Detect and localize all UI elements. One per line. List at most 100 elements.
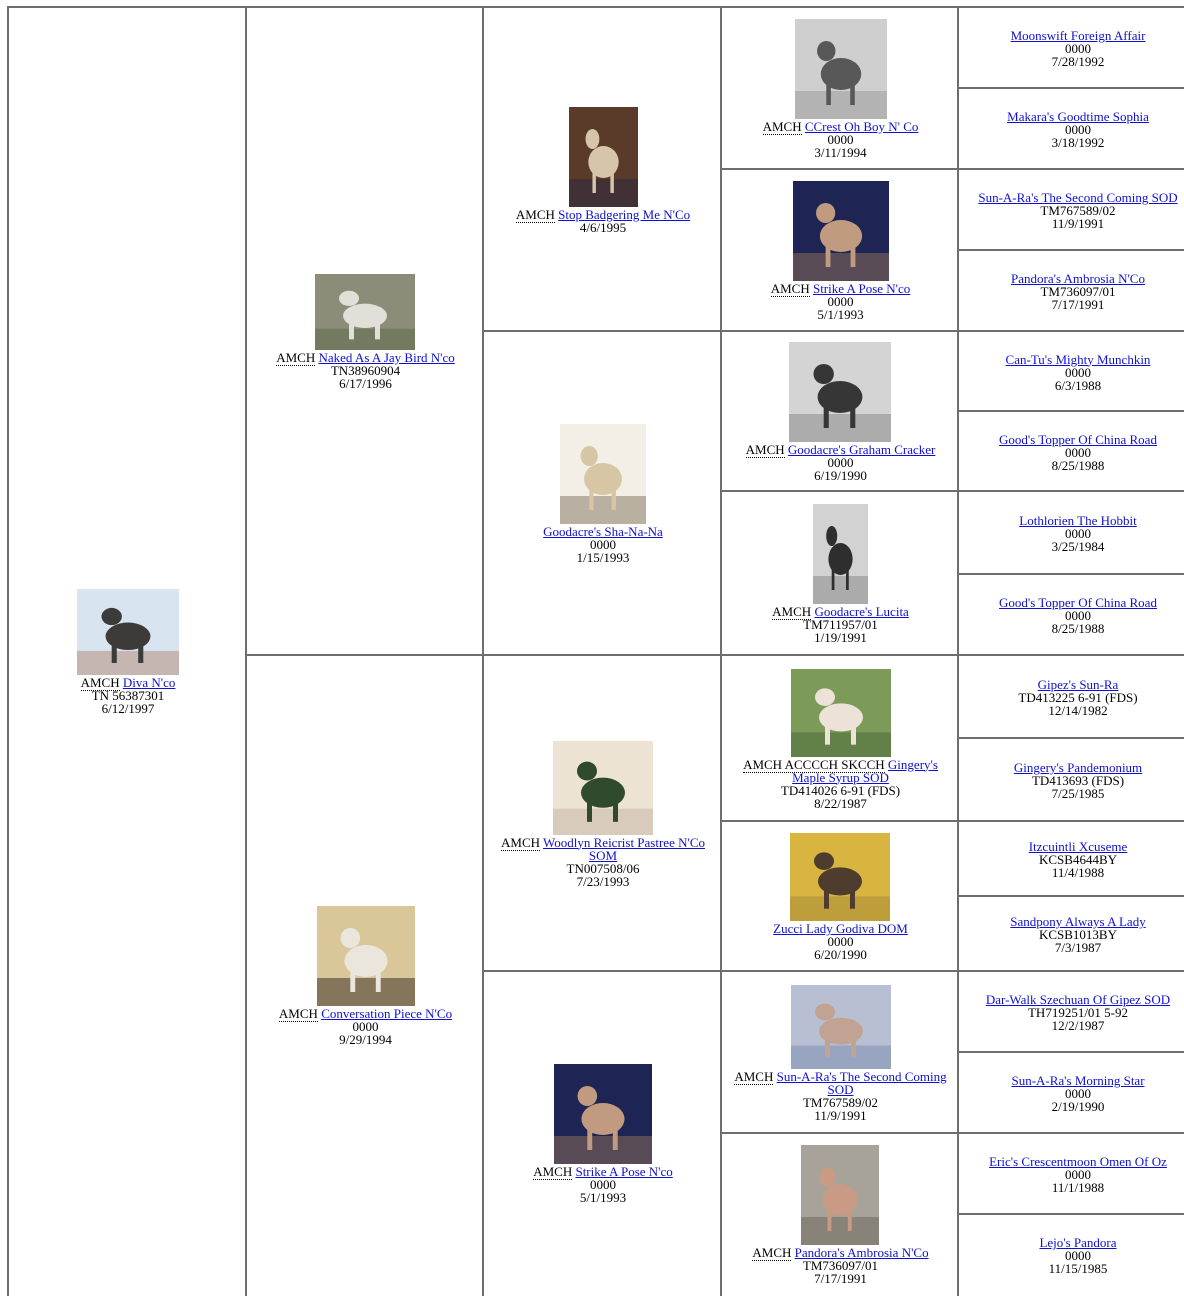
pedigree-cell-ancestor: Gipez's Sun-Ra TD413225 6-91 (FDS) 12/14… xyxy=(957,654,1184,739)
registration-number: 0000 xyxy=(1065,122,1091,137)
pedigree-cell-ancestor: Moonswift Foreign Affair 0000 7/28/1992 xyxy=(957,6,1184,89)
dog-name-link[interactable]: Sandpony Always A Lady xyxy=(1010,914,1146,929)
dog-name-link[interactable]: Dar-Walk Szechuan Of Gipez SOD xyxy=(985,992,1171,1007)
registration-number: 0000 xyxy=(1064,1248,1091,1263)
dog-name-link[interactable]: Gingery's Pandemonium xyxy=(1013,760,1143,775)
dog-name-link[interactable]: CCrest Oh Boy N' Co xyxy=(804,119,919,134)
dog-photo xyxy=(315,274,416,350)
pedigree-cell-great-grandparent: AMCH ACCCCH SKCCH Gingery's Maple Syrup … xyxy=(720,654,959,822)
pedigree-table: AMCH Diva N'co TN 56387301 6/12/1997 AMC… xyxy=(7,6,1184,1296)
dog-name-link[interactable]: Itzcuintli Xcuseme xyxy=(1028,839,1128,854)
dog-name-link[interactable]: Can-Tu's Mighty Munchkin xyxy=(1005,351,1151,367)
birth-date: 7/17/1991 xyxy=(814,1271,867,1286)
pedigree-cell-ancestor: Sun-A-Ra's The Second Coming SOD TM76758… xyxy=(957,168,1184,251)
birth-date: 5/1/1993 xyxy=(579,1190,627,1205)
pedigree-cell-ancestor: Eric's Crescentmoon Omen Of Oz 0000 11/1… xyxy=(957,1132,1184,1215)
birth-date: 12/2/1987 xyxy=(1051,1018,1105,1033)
dog-name-link[interactable]: Stop Badgering Me N'Co xyxy=(558,206,691,222)
champion-title: AMCH xyxy=(734,1068,774,1085)
birth-date: 3/25/1984 xyxy=(1051,539,1105,554)
registration-number: TM711957/01 xyxy=(803,617,878,632)
pedigree-cell-great-grandparent: AMCH CCrest Oh Boy N' Co 0000 3/11/1994 xyxy=(720,6,959,170)
pedigree-cell-ancestor: Good's Topper Of China Road 0000 8/25/19… xyxy=(957,410,1184,492)
birth-date: 6/12/1997 xyxy=(101,701,155,716)
dog-name-link[interactable]: Sun-A-Ra's Morning Star xyxy=(1011,1073,1145,1088)
pedigree-cell-ancestor: Can-Tu's Mighty Munchkin 0000 6/3/1988 xyxy=(957,330,1184,412)
registration-number: 0000 xyxy=(590,537,616,552)
dog-name-link[interactable]: Pandora's Ambrosia N'Co xyxy=(1011,271,1145,286)
registration-number: 0000 xyxy=(827,455,854,470)
dog-name-link[interactable]: Sun-A-Ra's The Second Coming SOD xyxy=(978,190,1178,205)
birth-date: 8/25/1988 xyxy=(1051,457,1105,473)
registration-number: KCSB1013BY xyxy=(1038,927,1117,942)
registration-number: 0000 xyxy=(1065,1086,1091,1101)
birth-date: 11/4/1988 xyxy=(1051,865,1105,880)
pedigree-cell-ancestor: Good's Topper Of China Road 0000 8/25/19… xyxy=(957,573,1184,656)
registration-number: 0000 xyxy=(1065,444,1091,460)
dog-name-link[interactable]: Woodlyn Reicrist Pastree N'Co SOM xyxy=(543,834,705,863)
dog-name-link[interactable]: Zucci Lady Godiva DOM xyxy=(773,921,908,936)
dog-name-link[interactable]: Conversation Piece N'Co xyxy=(321,1006,453,1021)
birth-date: 1/19/1991 xyxy=(814,630,867,645)
dog-name-link[interactable]: Good's Topper Of China Road xyxy=(999,431,1157,447)
dog-name-link[interactable]: Goodacre's Lucita xyxy=(814,604,909,619)
pedigree-cell-ancestor: Itzcuintli Xcuseme KCSB4644BY 11/4/1988 xyxy=(957,820,1184,897)
pedigree-cell-ancestor: Pandora's Ambrosia N'Co TM736097/01 7/17… xyxy=(957,249,1184,332)
dog-name-link[interactable]: Goodacre's Graham Cracker xyxy=(787,442,936,457)
dog-name-link[interactable]: Diva N'co xyxy=(122,675,176,690)
champion-title: AMCH xyxy=(533,1164,573,1180)
birth-date: 4/6/1995 xyxy=(579,219,627,235)
champion-title: AMCH xyxy=(770,281,810,297)
dog-photo xyxy=(77,589,179,675)
pedigree-cell-dam: AMCH Conversation Piece N'Co 0000 9/29/1… xyxy=(245,654,484,1296)
champion-title: AMCH xyxy=(278,1006,318,1022)
registration-number: TM736097/01 xyxy=(1040,284,1116,299)
birth-date: 8/25/1988 xyxy=(1051,621,1105,636)
dog-name-link[interactable]: Moonswift Foreign Affair xyxy=(1010,28,1146,43)
pedigree-cell-great-grandparent: Zucci Lady Godiva DOM 0000 6/20/1990 xyxy=(720,820,959,972)
registration-number: 0000 xyxy=(1065,526,1091,541)
birth-date: 8/22/1987 xyxy=(814,795,867,811)
registration-number: 0000 xyxy=(590,1177,616,1192)
birth-date: 3/18/1992 xyxy=(1051,135,1105,150)
birth-date: 11/9/1991 xyxy=(1051,216,1105,231)
registration-number: 0000 xyxy=(1064,364,1091,380)
pedigree-cell-grandparent: AMCH Woodlyn Reicrist Pastree N'Co SOM T… xyxy=(482,654,722,972)
pedigree-cell-subject: AMCH Diva N'co TN 56387301 6/12/1997 xyxy=(7,6,247,1296)
dog-photo xyxy=(789,342,892,442)
pedigree-cell-ancestor: Sun-A-Ra's Morning Star 0000 2/19/1990 xyxy=(957,1051,1184,1134)
birth-date: 5/1/1993 xyxy=(817,307,864,322)
registration-number: TM767589/02 xyxy=(1040,203,1116,218)
dog-photo xyxy=(316,906,415,1006)
dog-name-link[interactable]: Gipez's Sun-Ra xyxy=(1037,677,1119,692)
birth-date: 11/9/1991 xyxy=(814,1107,867,1123)
birth-date: 7/3/1987 xyxy=(1054,940,1102,955)
dog-name-link[interactable]: Good's Topper Of China Road xyxy=(999,595,1157,610)
dog-name-link[interactable]: Pandora's Ambrosia N'Co xyxy=(794,1245,929,1260)
dog-name-link[interactable]: Naked As A Jay Bird N'co xyxy=(318,350,455,365)
registration-number: TD413693 (FDS) xyxy=(1031,773,1125,788)
birth-date: 6/17/1996 xyxy=(339,376,392,391)
registration-number: 0000 xyxy=(1065,608,1091,623)
dog-name-link[interactable]: Goodacre's Sha-Na-Na xyxy=(543,524,663,539)
pedigree-cell-ancestor: Lejo's Pandora 0000 11/15/1985 xyxy=(957,1213,1184,1296)
birth-date: 6/19/1990 xyxy=(814,468,867,483)
dog-photo xyxy=(790,833,891,921)
registration-number: TM736097/01 xyxy=(802,1258,879,1273)
birth-date: 12/14/1982 xyxy=(1048,703,1108,718)
dog-name-link[interactable]: Gingery's Maple Syrup SOD xyxy=(792,756,938,785)
dog-name-link[interactable]: Lothlorien The Hobbit xyxy=(1019,513,1137,528)
pedigree-cell-grandparent: Goodacre's Sha-Na-Na 0000 1/15/1993 xyxy=(482,330,722,656)
registration-number: TD414026 6-91 (FDS) xyxy=(780,782,901,798)
dog-name-link[interactable]: Eric's Crescentmoon Omen Of Oz xyxy=(989,1154,1167,1169)
registration-number: TH719251/01 5-92 xyxy=(1027,1005,1129,1020)
birth-date: 2/19/1990 xyxy=(1051,1099,1105,1114)
dog-name-link[interactable]: Lejo's Pandora xyxy=(1039,1235,1117,1250)
pedigree-cell-great-grandparent: AMCH Sun-A-Ra's The Second Coming SOD TM… xyxy=(720,970,959,1134)
dog-name-link[interactable]: Makara's Goodtime Sophia xyxy=(1007,109,1149,124)
dog-name-link[interactable]: Strike A Pose N'co xyxy=(575,1164,673,1179)
dog-name-link[interactable]: Sun-A-Ra's The Second Coming SOD xyxy=(776,1068,947,1097)
dog-name-link[interactable]: Strike A Pose N'co xyxy=(812,281,911,296)
champion-title: AMCH ACCCCH SKCCH xyxy=(743,756,885,773)
champion-title: AMCH xyxy=(752,1245,792,1261)
